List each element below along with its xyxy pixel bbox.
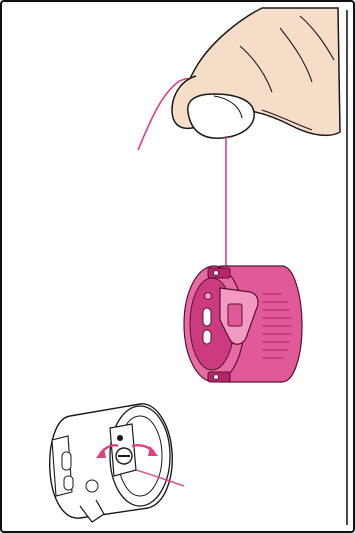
thumb: [188, 94, 254, 138]
face-slot-1: [203, 308, 211, 326]
top-lug: [208, 268, 230, 278]
small-slot-1: [62, 452, 71, 470]
plate-screw-small: [117, 435, 123, 441]
face-screw: [205, 293, 212, 300]
bottom-lug-hole: [214, 375, 219, 380]
face-slot-2: [203, 330, 211, 344]
latch-tab: [228, 304, 242, 326]
small-case-hole: [86, 480, 98, 492]
bottom-lug: [208, 372, 230, 382]
top-lug-hole: [214, 271, 219, 276]
bobbin-case-hanging: [184, 266, 302, 382]
small-slot-2: [64, 476, 73, 490]
